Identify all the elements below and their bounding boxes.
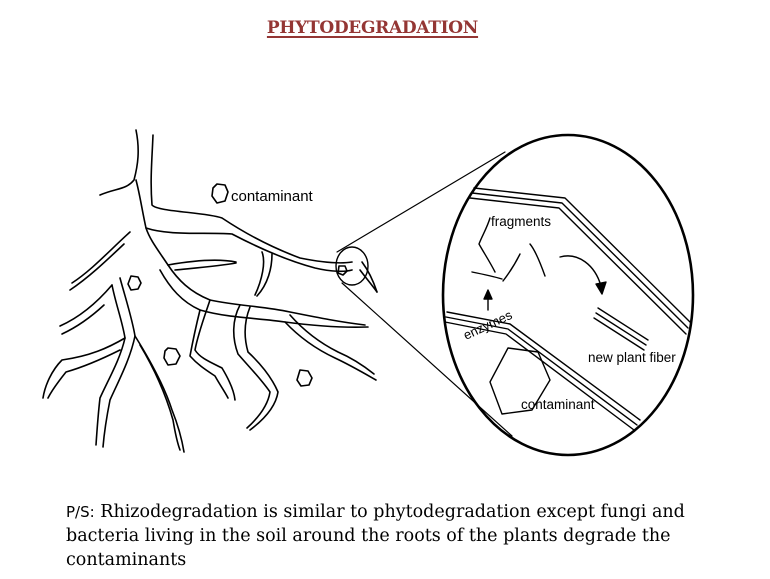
enzymes-label: enzymes: [461, 307, 515, 343]
contaminant-particles: [127, 183, 348, 387]
root-system: [42, 129, 377, 453]
fragment: [529, 243, 546, 277]
contaminant-particle: [296, 369, 313, 387]
fragment: [471, 271, 503, 280]
magnify-spot-circle: [335, 246, 369, 286]
root-tip: [361, 261, 378, 293]
contaminant-label: contaminant: [231, 188, 314, 205]
fragment: [502, 253, 521, 282]
magnifier: [335, 133, 695, 457]
inset-content: [444, 187, 691, 431]
fragment: [478, 217, 496, 273]
contaminant-particle: [337, 265, 348, 276]
magnified-view-circle: [441, 133, 695, 457]
inset-contaminant-label: contaminant: [521, 397, 595, 412]
contaminant-molecule: [489, 347, 551, 415]
contaminant-particle: [163, 347, 181, 366]
contaminant-particle: [127, 275, 142, 291]
new-plant-fiber-label: new plant fiber: [588, 350, 676, 365]
contaminant-particle: [211, 183, 229, 204]
page-title: PHYTODEGRADATION: [266, 18, 479, 38]
footnote-text: Rhizodegradation is similar to phytodegr…: [66, 502, 685, 570]
footnote: P/S: Rhizodegradation is similar to phyt…: [66, 500, 746, 572]
footnote-prefix: P/S:: [66, 503, 95, 521]
fragments-label: fragments: [491, 214, 551, 229]
